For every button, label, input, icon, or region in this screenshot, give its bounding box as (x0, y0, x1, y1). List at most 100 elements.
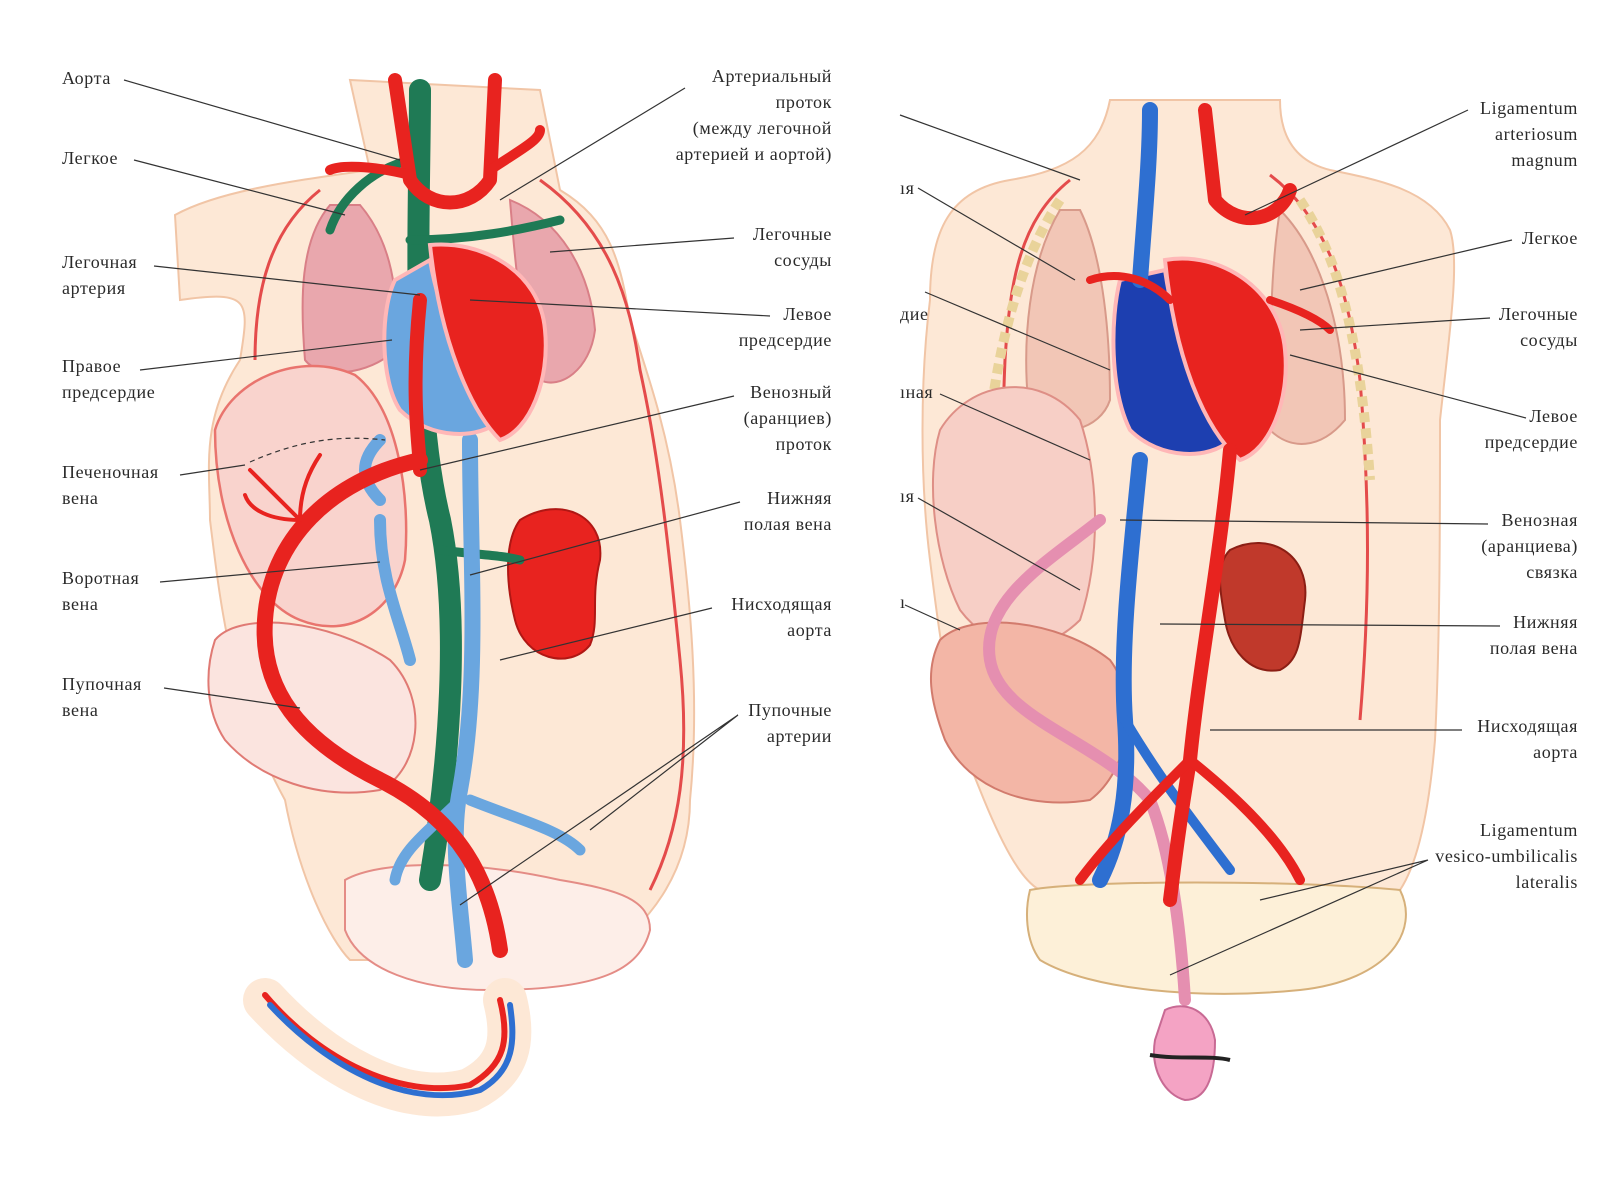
label-ligamentum-vesico-3: lateralis (1516, 872, 1578, 892)
leader-cutoff-top (899, 114, 1081, 181)
leader-ivc-right (1159, 623, 1501, 627)
label-ligamentum-arteriosum-2: arteriosum (1495, 124, 1578, 144)
fetal-green-branches (325, 155, 565, 565)
leader-pulmonary-vessels-right (1299, 317, 1491, 331)
leader-cutoff-4 (917, 497, 1081, 591)
label-left-atrium-1: Левое (783, 304, 832, 324)
leader-right-atrium (139, 339, 393, 371)
label-left-atrium-right-2: предсердие (1485, 432, 1578, 452)
label-cutoff-4: ıя (900, 486, 914, 506)
label-ligamentum-arteriosum-1: Ligamentum (1480, 98, 1578, 118)
label-aorta: Аорта (62, 68, 111, 88)
newborn-svc (1132, 102, 1158, 288)
fetal-cord-vein (267, 1002, 516, 1099)
newborn-pulmonary-branches (1086, 272, 1334, 334)
label-ligamentum-venosum-1: Венозная (1502, 510, 1578, 530)
label-descending-aorta-right-2: аорта (1533, 742, 1578, 762)
leader-lung-left (133, 159, 346, 216)
fetal-left-lung (301, 204, 398, 374)
label-umbilical-arteries-1: Пупочные (748, 700, 832, 720)
left-label-group: Аорта Легкое Легочная артерия Правое пре… (62, 66, 832, 906)
newborn-umbilical-stump (1153, 1005, 1217, 1102)
fetal-figure (173, 73, 696, 1117)
label-lung-right: Легкое (1522, 228, 1578, 248)
leader-left-atrium-right (1289, 354, 1527, 419)
label-descending-aorta-right-1: Нисходящая (1477, 716, 1578, 736)
label-hepatic-vein-2: вена (62, 488, 98, 508)
leader-descending-aorta-left (499, 607, 713, 661)
label-cutoff-2: дие (900, 304, 929, 324)
label-ductus-arteriosus-2: проток (776, 92, 832, 112)
label-umbilical-arteries-2: артерии (767, 726, 832, 746)
label-ivc-left-2: полая вена (744, 514, 832, 534)
fetal-aorta-branches (325, 125, 545, 180)
label-ductus-arteriosus-4: артерией и аортой) (676, 144, 832, 165)
label-ligamentum-venosum-2: (аранциева) (1481, 536, 1578, 557)
leader-cutoff-2 (924, 291, 1111, 371)
newborn-clamp (1149, 1053, 1231, 1062)
label-portal-vein-2: вена (62, 594, 98, 614)
newborn-liver (932, 386, 1096, 647)
newborn-right-ribs (1295, 197, 1375, 481)
label-ivc-right-2: полая вена (1490, 638, 1578, 658)
leader-cutoff-3 (939, 393, 1091, 461)
fetal-descending-aorta (408, 293, 427, 477)
newborn-heart-left (1162, 256, 1288, 463)
label-pulmonary-vessels-2: сосуды (774, 250, 832, 270)
leader-lung-right (1299, 239, 1513, 291)
label-ligamentum-vesico-2: vesico-umbilicalis (1435, 846, 1578, 866)
leader-hepatic-vein-dashed (249, 437, 386, 463)
label-left-atrium-2: предсердие (739, 330, 832, 350)
leader-portal-vein (159, 561, 381, 583)
right-label-group: ıя дие ıная ıя ı Ligamentum arteriosum m… (899, 98, 1578, 976)
newborn-pelvis (1026, 881, 1407, 995)
leader-pulmonary-vessels (549, 237, 735, 253)
leader-pulmonary-artery (153, 265, 421, 296)
newborn-left-ribs (985, 197, 1065, 421)
label-ductus-venosus-3: проток (776, 434, 832, 454)
label-pulmonary-vessels-right-1: Легочные (1499, 304, 1578, 324)
label-descending-aorta-left-2: аорта (787, 620, 832, 640)
label-ivc-left-1: Нижняя (767, 488, 832, 508)
fetal-heart-left (427, 242, 548, 443)
label-ductus-arteriosus-1: Артериальный (712, 66, 832, 86)
label-ligamentum-vesico-1: Ligamentum (1480, 820, 1578, 840)
label-cutoff-1: ıя (900, 178, 914, 198)
leader-umbilical-arteries (459, 714, 739, 906)
leader-cutoff-1 (917, 187, 1076, 281)
leader-hepatic-vein (179, 464, 246, 476)
label-cutoff-3: ıная (900, 382, 933, 402)
newborn-descending-aorta (1163, 443, 1237, 907)
fetal-aorta-arch (388, 73, 502, 210)
label-descending-aorta-left-1: Нисходящая (731, 594, 832, 614)
leader-ductus-venosus (419, 395, 735, 471)
label-ductus-arteriosus-3: (между легочной (693, 118, 832, 139)
label-pulmonary-artery-1: Легочная (62, 252, 137, 272)
label-hepatic-vein-1: Печеночная (62, 462, 159, 482)
label-pulmonary-vessels-1: Легочные (753, 224, 832, 244)
label-pulmonary-artery-2: артерия (62, 278, 126, 298)
label-ductus-venosus-1: Венозный (750, 382, 832, 402)
fetal-cord-artery (262, 992, 508, 1092)
fetal-iliac-veins (389, 794, 586, 886)
leader-ligamentum-venosum (1119, 519, 1489, 525)
leader-left-atrium (469, 299, 771, 317)
newborn-aorta-arch (1198, 103, 1297, 225)
label-portal-vein-1: Воротная (62, 568, 139, 588)
leader-ligamentum-arteriosum (1244, 109, 1469, 216)
label-lung-left: Легкое (62, 148, 118, 168)
leader-aorta (123, 79, 401, 161)
label-umbilical-vein-1: Пупочная (62, 674, 142, 694)
fetal-kidney (507, 508, 602, 660)
fetal-hepatic-branches (243, 453, 322, 522)
leader-cutoff-5 (904, 604, 961, 631)
leader-ductus-arteriosus (499, 87, 686, 201)
label-cutoff-5: ı (900, 592, 906, 612)
fetal-green-duct (407, 79, 462, 891)
label-right-atrium-2: предсердие (62, 382, 155, 402)
label-pulmonary-vessels-right-2: сосуды (1520, 330, 1578, 350)
label-ligamentum-arteriosum-3: magnum (1511, 150, 1578, 170)
label-ligamentum-venosum-3: связка (1526, 562, 1578, 582)
fetal-liver (213, 364, 408, 628)
